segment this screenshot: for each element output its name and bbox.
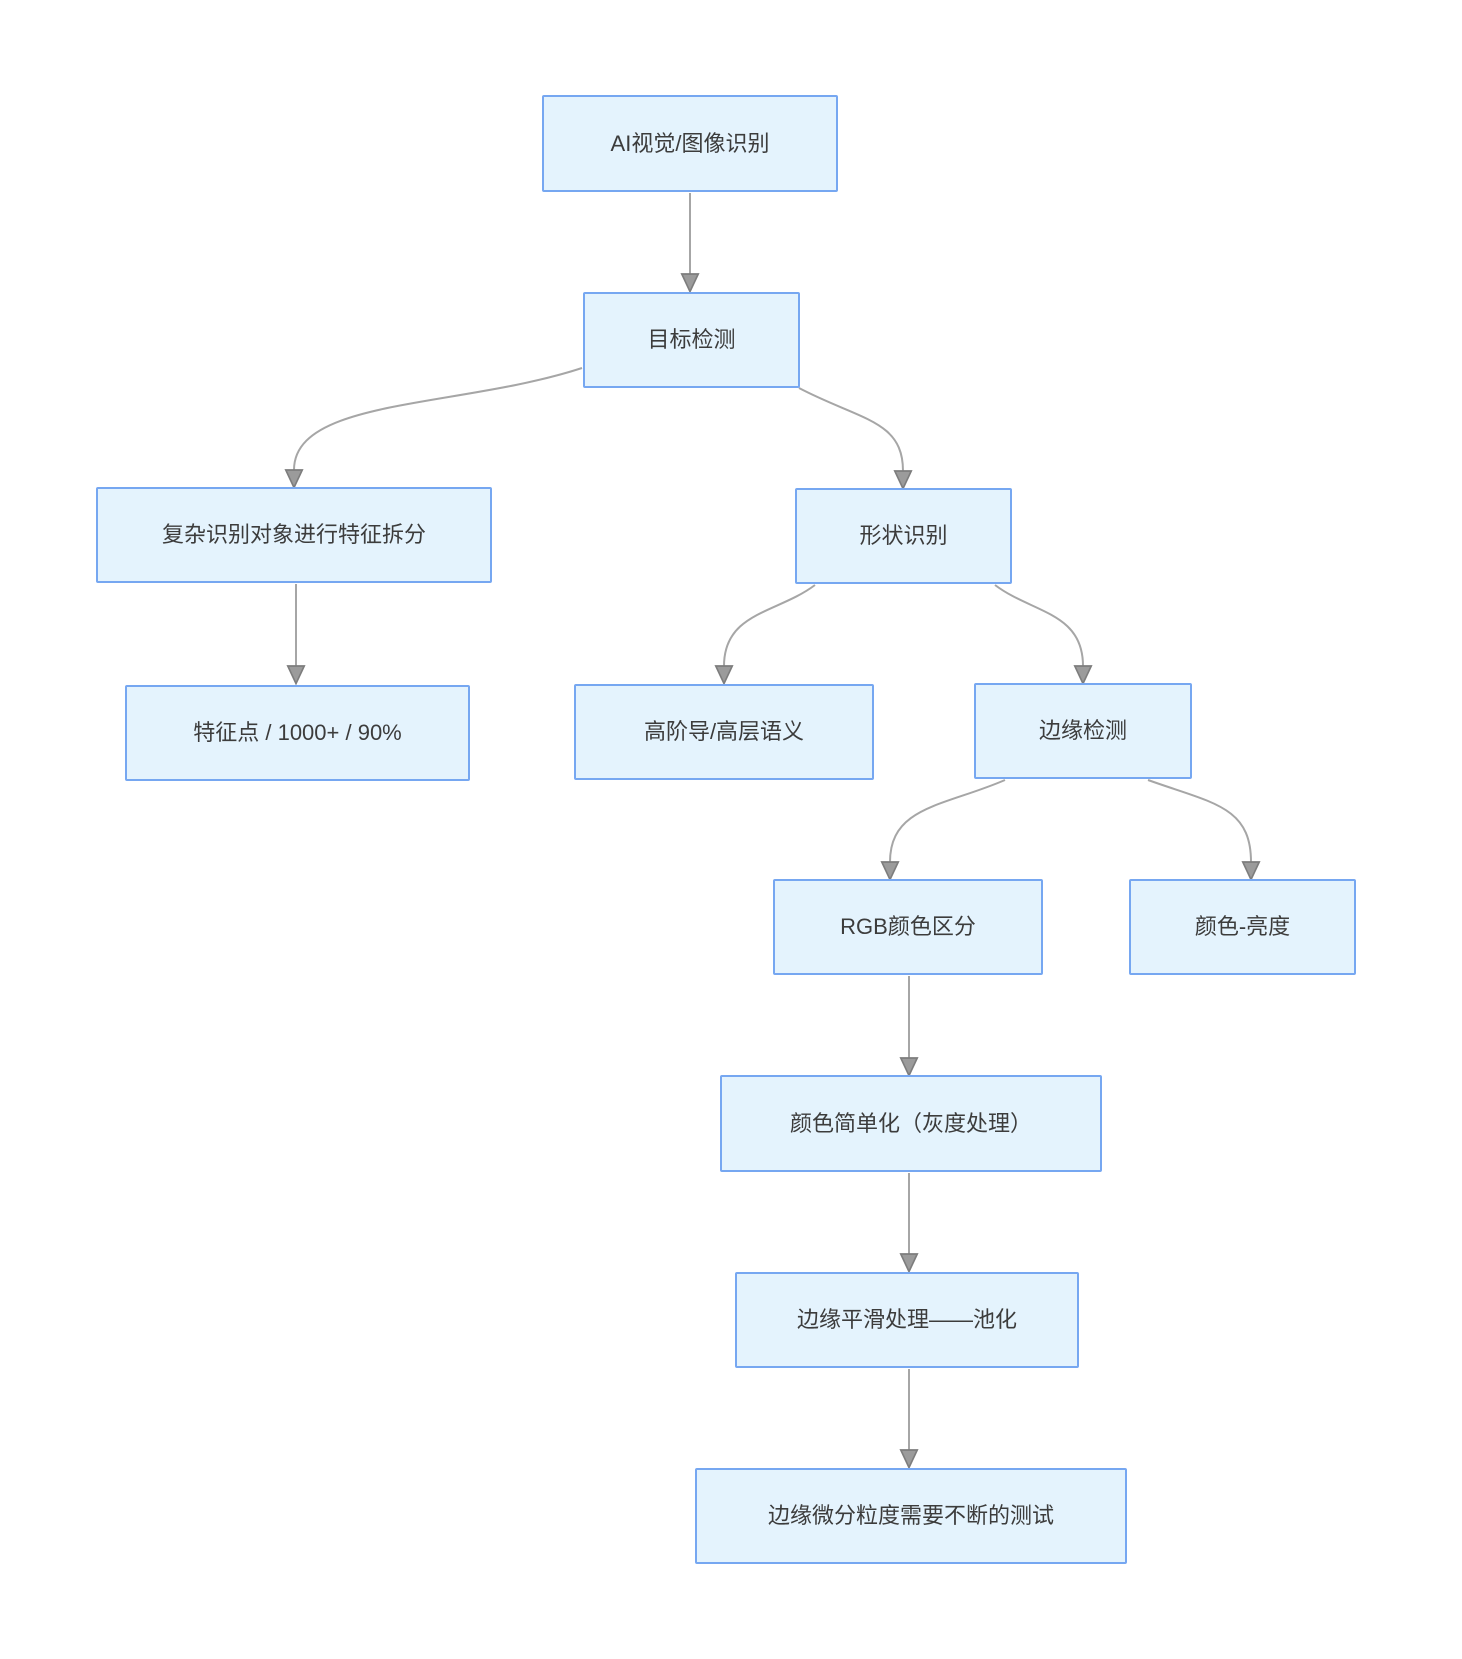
node-color-simplify: 颜色简单化（灰度处理） xyxy=(720,1075,1102,1172)
node-rgb-color: RGB颜色区分 xyxy=(773,879,1043,975)
edge-target-detection-to-feature-split xyxy=(284,367,583,490)
node-target-detection: 目标检测 xyxy=(583,292,800,388)
edge-edge-detection-to-color-brightness xyxy=(1147,779,1261,882)
edge-shape-recognition-to-edge-detection xyxy=(994,584,1093,686)
node-feature-points: 特征点 / 1000+ / 90% xyxy=(125,685,470,781)
node-edge-detection: 边缘检测 xyxy=(974,683,1192,779)
edge-shape-recognition-to-high-order xyxy=(714,584,816,686)
edge-target-detection-to-shape-recognition xyxy=(798,387,913,491)
node-high-order: 高阶导/高层语义 xyxy=(574,684,874,780)
node-shape-recognition: 形状识别 xyxy=(795,488,1012,584)
node-edge-smooth: 边缘平滑处理——池化 xyxy=(735,1272,1079,1368)
edge-edge-detection-to-rgb-color xyxy=(880,779,1006,882)
node-feature-split: 复杂识别对象进行特征拆分 xyxy=(96,487,492,583)
node-ai-vision: AI视觉/图像识别 xyxy=(542,95,838,192)
node-edge-granularity: 边缘微分粒度需要不断的测试 xyxy=(695,1468,1127,1564)
node-color-brightness: 颜色-亮度 xyxy=(1129,879,1356,975)
